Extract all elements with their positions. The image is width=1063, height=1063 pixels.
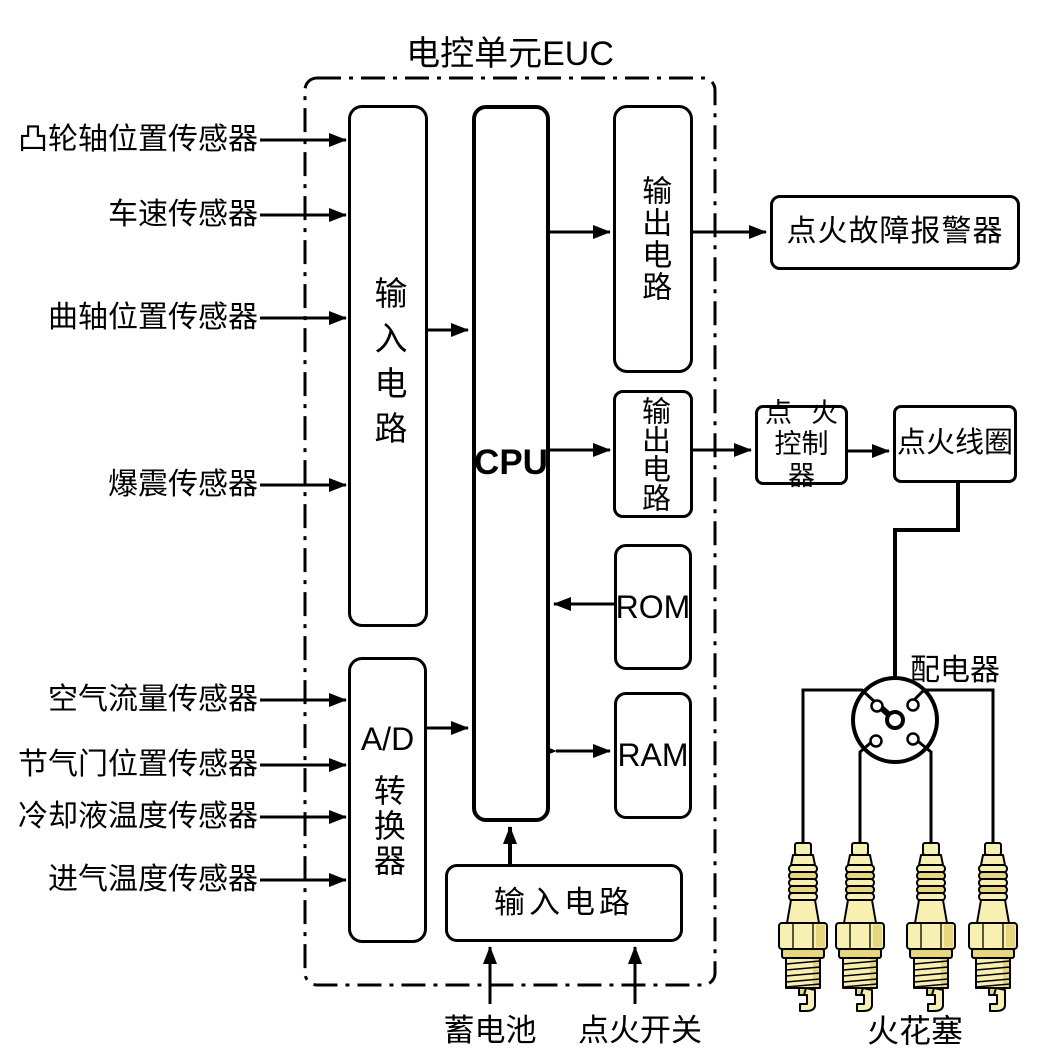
block-ad-converter: A/D 转换器 [348, 657, 427, 943]
sensor-label-air-flow: 空气流量传感器 [48, 683, 258, 716]
output-circuit-2-label: 输出电路 [637, 396, 670, 512]
coil-to-distributor-wire [893, 483, 960, 720]
spark-plug-icon-2 [835, 842, 885, 1012]
wire-plug3 [913, 736, 933, 845]
block-rom: ROM [614, 544, 692, 670]
wire-plug4 [909, 688, 995, 845]
bottom-input-circuit-label: 输入电路 [494, 885, 634, 921]
block-ignition-coil: 点火线圈 [893, 405, 1017, 483]
ignition-switch-label: 点火开关 [578, 1013, 702, 1048]
ecu-boundary [303, 76, 717, 987]
sensor-label-knock: 爆震传感器 [108, 468, 258, 501]
ad-converter-label-bottom: 转换器 [369, 773, 406, 879]
wire-plug1 [801, 688, 879, 845]
block-input-circuit: 输入电路 [348, 105, 428, 627]
rom-label: ROM [615, 588, 691, 625]
ram-label: RAM [617, 737, 689, 774]
block-output-circuit-2: 输出电路 [613, 390, 693, 518]
ignition-coil-label: 点火线圈 [896, 427, 1013, 460]
sensor-label-throttle-position: 节气门位置传感器 [18, 748, 258, 781]
distributor-label: 配电器 [910, 654, 1000, 687]
block-ignition-fault-alarm: 点火故障报警器 [770, 195, 1020, 270]
spark-plug-icon-3 [906, 842, 956, 1012]
sensor-label-crankshaft-position: 曲轴位置传感器 [48, 301, 258, 334]
sensor-label-intake-temp: 进气温度传感器 [48, 863, 258, 896]
block-ram: RAM [614, 692, 692, 819]
power-arrows [483, 946, 642, 1004]
sensor-label-coolant-temp: 冷却液温度传感器 [18, 800, 258, 833]
sensor-input-arrows [260, 133, 347, 887]
output-circuit-1-label: 输出电路 [637, 175, 671, 303]
output-arrows [693, 225, 890, 458]
input-circuit-label: 输入电路 [369, 276, 407, 456]
diagram-title: 电控单元EUC [406, 35, 614, 73]
sensor-label-vehicle-speed: 车速传感器 [108, 198, 258, 231]
block-bottom-input-circuit: 输入电路 [445, 864, 683, 942]
spark-plug-icon-4 [968, 842, 1018, 1012]
block-cpu: CPU [472, 105, 550, 822]
ignition-controller-label-line2: 控制器 [774, 429, 829, 491]
ignition-fault-alarm-label: 点火故障报警器 [786, 215, 1004, 249]
sensor-label-camshaft-position: 凸轮轴位置传感器 [18, 123, 258, 156]
ignition-controller-label-line1: 点 火 [765, 398, 838, 429]
internal-arrows [427, 225, 614, 866]
distributor-icon [801, 676, 995, 845]
spark-plugs-label: 火花塞 [866, 1013, 963, 1049]
block-ignition-controller: 点 火 控制器 [755, 398, 848, 491]
block-output-circuit-1: 输出电路 [613, 105, 693, 373]
ad-converter-label-top: A/D [360, 721, 415, 758]
spark-plug-icon-1 [778, 842, 828, 1012]
battery-label: 蓄电池 [443, 1013, 537, 1048]
cpu-label: CPU [474, 443, 548, 483]
